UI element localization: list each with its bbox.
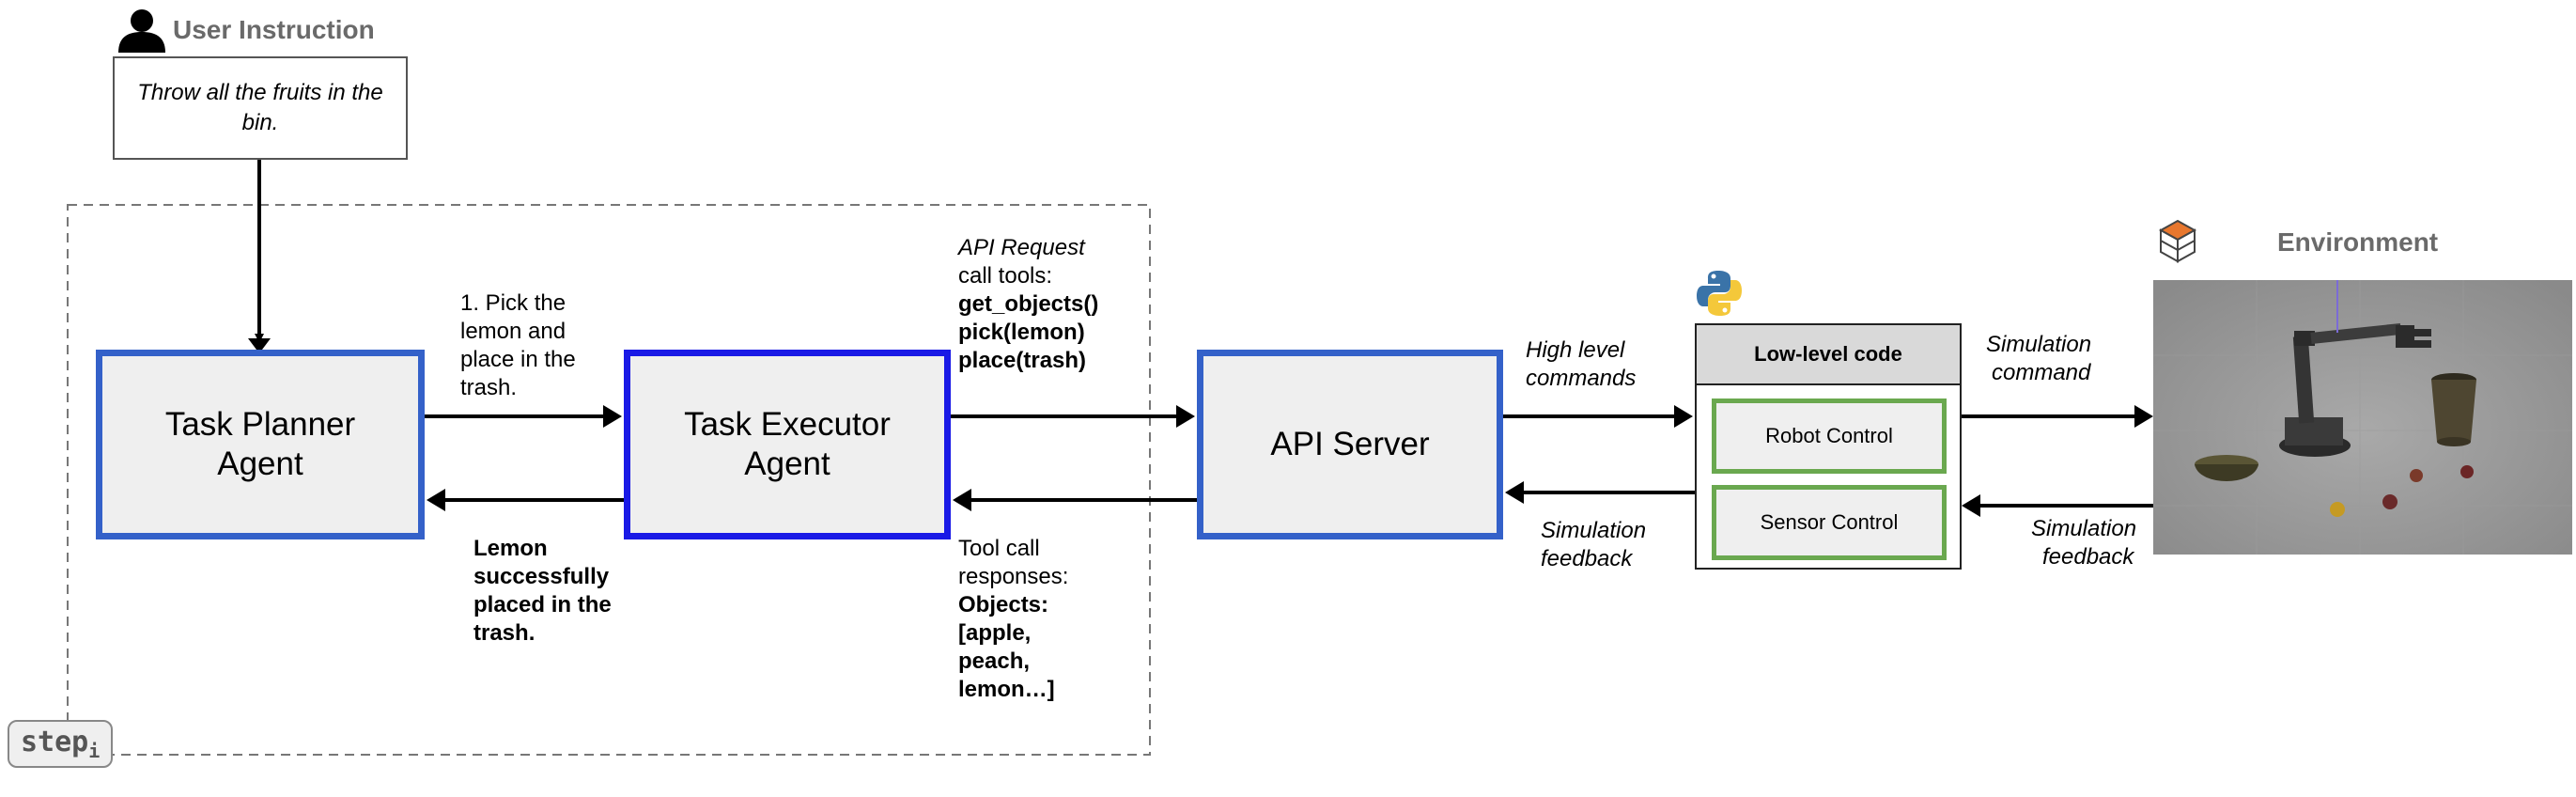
user-icon: [118, 9, 165, 53]
arrowhead-instruction: [248, 338, 271, 353]
task-planner-label-line1: Task Planner: [164, 406, 356, 443]
arrowhead-executor-to-planner: [427, 489, 445, 511]
sim-feedback-line: Simulation: [2031, 516, 2137, 541]
api-server: API Server: [1197, 350, 1503, 539]
low-level-code-panel: Low-level code Robot Control Sensor Cont…: [1695, 323, 1962, 570]
planner-msg-line: place in the: [460, 347, 576, 372]
robot-arm: [2279, 280, 2431, 457]
simulation-feedback-right-label: Simulation feedback: [2031, 515, 2136, 571]
environment-simulation-view: [2153, 280, 2572, 555]
tool-response-line: responses:: [958, 564, 1069, 589]
planner-msg-line: lemon and: [460, 319, 566, 344]
api-request-subheading: call tools:: [958, 263, 1053, 289]
sim-floor: [2153, 280, 2572, 555]
executor-msg-line: placed in the: [473, 592, 612, 617]
trash-bin: [2431, 373, 2476, 446]
tool-response-object: Objects:: [958, 592, 1049, 617]
arrowhead-executor-to-api: [1176, 405, 1195, 428]
fruit-lemon: [2330, 502, 2345, 517]
environment-cube-icon: [2158, 219, 2197, 263]
sim-feedback-line: feedback: [1541, 546, 1633, 571]
tool-response-object: [apple,: [958, 620, 1032, 646]
executor-msg-line: successfully: [473, 564, 610, 589]
sensor-control-label: Sensor Control: [1760, 510, 1899, 534]
user-instruction-text: Throw all the fruits in the bin.: [137, 80, 383, 135]
robot-control-label: Robot Control: [1765, 424, 1893, 447]
bowl: [2195, 455, 2258, 481]
task-executor-label-line1: Task Executor: [684, 406, 891, 443]
arrowhead-api-to-executor: [953, 489, 971, 511]
api-call: pick(lemon): [958, 320, 1085, 345]
arrowhead-lowlevel-to-api: [1505, 481, 1524, 504]
sim-feedback-line: Simulation: [1541, 518, 1647, 543]
tool-response-object: lemon…]: [958, 677, 1055, 702]
fruit-apple: [2382, 494, 2398, 509]
task-planner-agent: Task Planner Agent: [96, 350, 425, 539]
step-badge: stepi: [8, 720, 114, 768]
api-call: place(trash): [958, 348, 1087, 373]
task-planner-label-line2: Agent: [217, 445, 303, 482]
arrowhead-lowlevel-to-env: [2134, 405, 2153, 428]
api-request-heading: API Request: [958, 235, 1085, 260]
tool-response-line: Tool call: [958, 536, 1040, 561]
low-level-code-header: Low-level code: [1697, 325, 1960, 385]
high-level-line: commands: [1526, 366, 1637, 391]
executor-msg-line: trash.: [473, 620, 535, 646]
robot-control-box: Robot Control: [1712, 398, 1947, 474]
user-instruction-title: User Instruction: [173, 15, 375, 44]
arrowhead-planner-to-executor: [603, 405, 622, 428]
executor-msg-line: Lemon: [473, 536, 548, 561]
sim-command-line: command: [1992, 360, 2091, 385]
tool-call-responses-label: Tool call responses: Objects: [apple, pe…: [958, 535, 1068, 704]
sim-grid: [2153, 280, 2572, 555]
environment-title: Environment: [2277, 227, 2439, 257]
api-server-label: API Server: [1270, 426, 1430, 462]
sim-feedback-line: feedback: [2042, 544, 2134, 570]
api-call: get_objects(): [958, 291, 1099, 317]
sensor-control-box: Sensor Control: [1712, 485, 1947, 560]
planner-msg-line: 1. Pick the: [460, 290, 566, 316]
step-group-boundary: [67, 204, 1151, 756]
user-instruction-box: Throw all the fruits in the bin.: [113, 56, 408, 160]
python-logo-icon: [1697, 271, 1742, 316]
fruit: [2460, 465, 2474, 478]
step-text: step: [21, 726, 89, 758]
tool-response-object: peach,: [958, 649, 1031, 674]
high-level-line: High level: [1526, 337, 1625, 363]
fruit-peach: [2410, 469, 2423, 482]
simulation-command-label: Simulation command: [1986, 331, 2091, 387]
planner-msg-line: trash.: [460, 375, 518, 400]
simulation-feedback-left-label: Simulation feedback: [1541, 517, 1646, 573]
api-request-label: API Request call tools: get_objects() pi…: [958, 234, 1098, 375]
arrowhead-env-to-lowlevel: [1962, 494, 1980, 517]
step-subscript: i: [88, 740, 101, 762]
task-executor-label-line2: Agent: [744, 445, 830, 482]
executor-to-planner-label: Lemon successfully placed in the trash.: [473, 535, 612, 648]
planner-to-executor-label: 1. Pick the lemon and place in the trash…: [460, 289, 576, 402]
arrowhead-api-to-lowlevel: [1674, 405, 1693, 428]
high-level-commands-label: High level commands: [1526, 336, 1636, 393]
task-executor-agent: Task Executor Agent: [624, 350, 951, 539]
sim-command-line: Simulation: [1986, 332, 2092, 357]
